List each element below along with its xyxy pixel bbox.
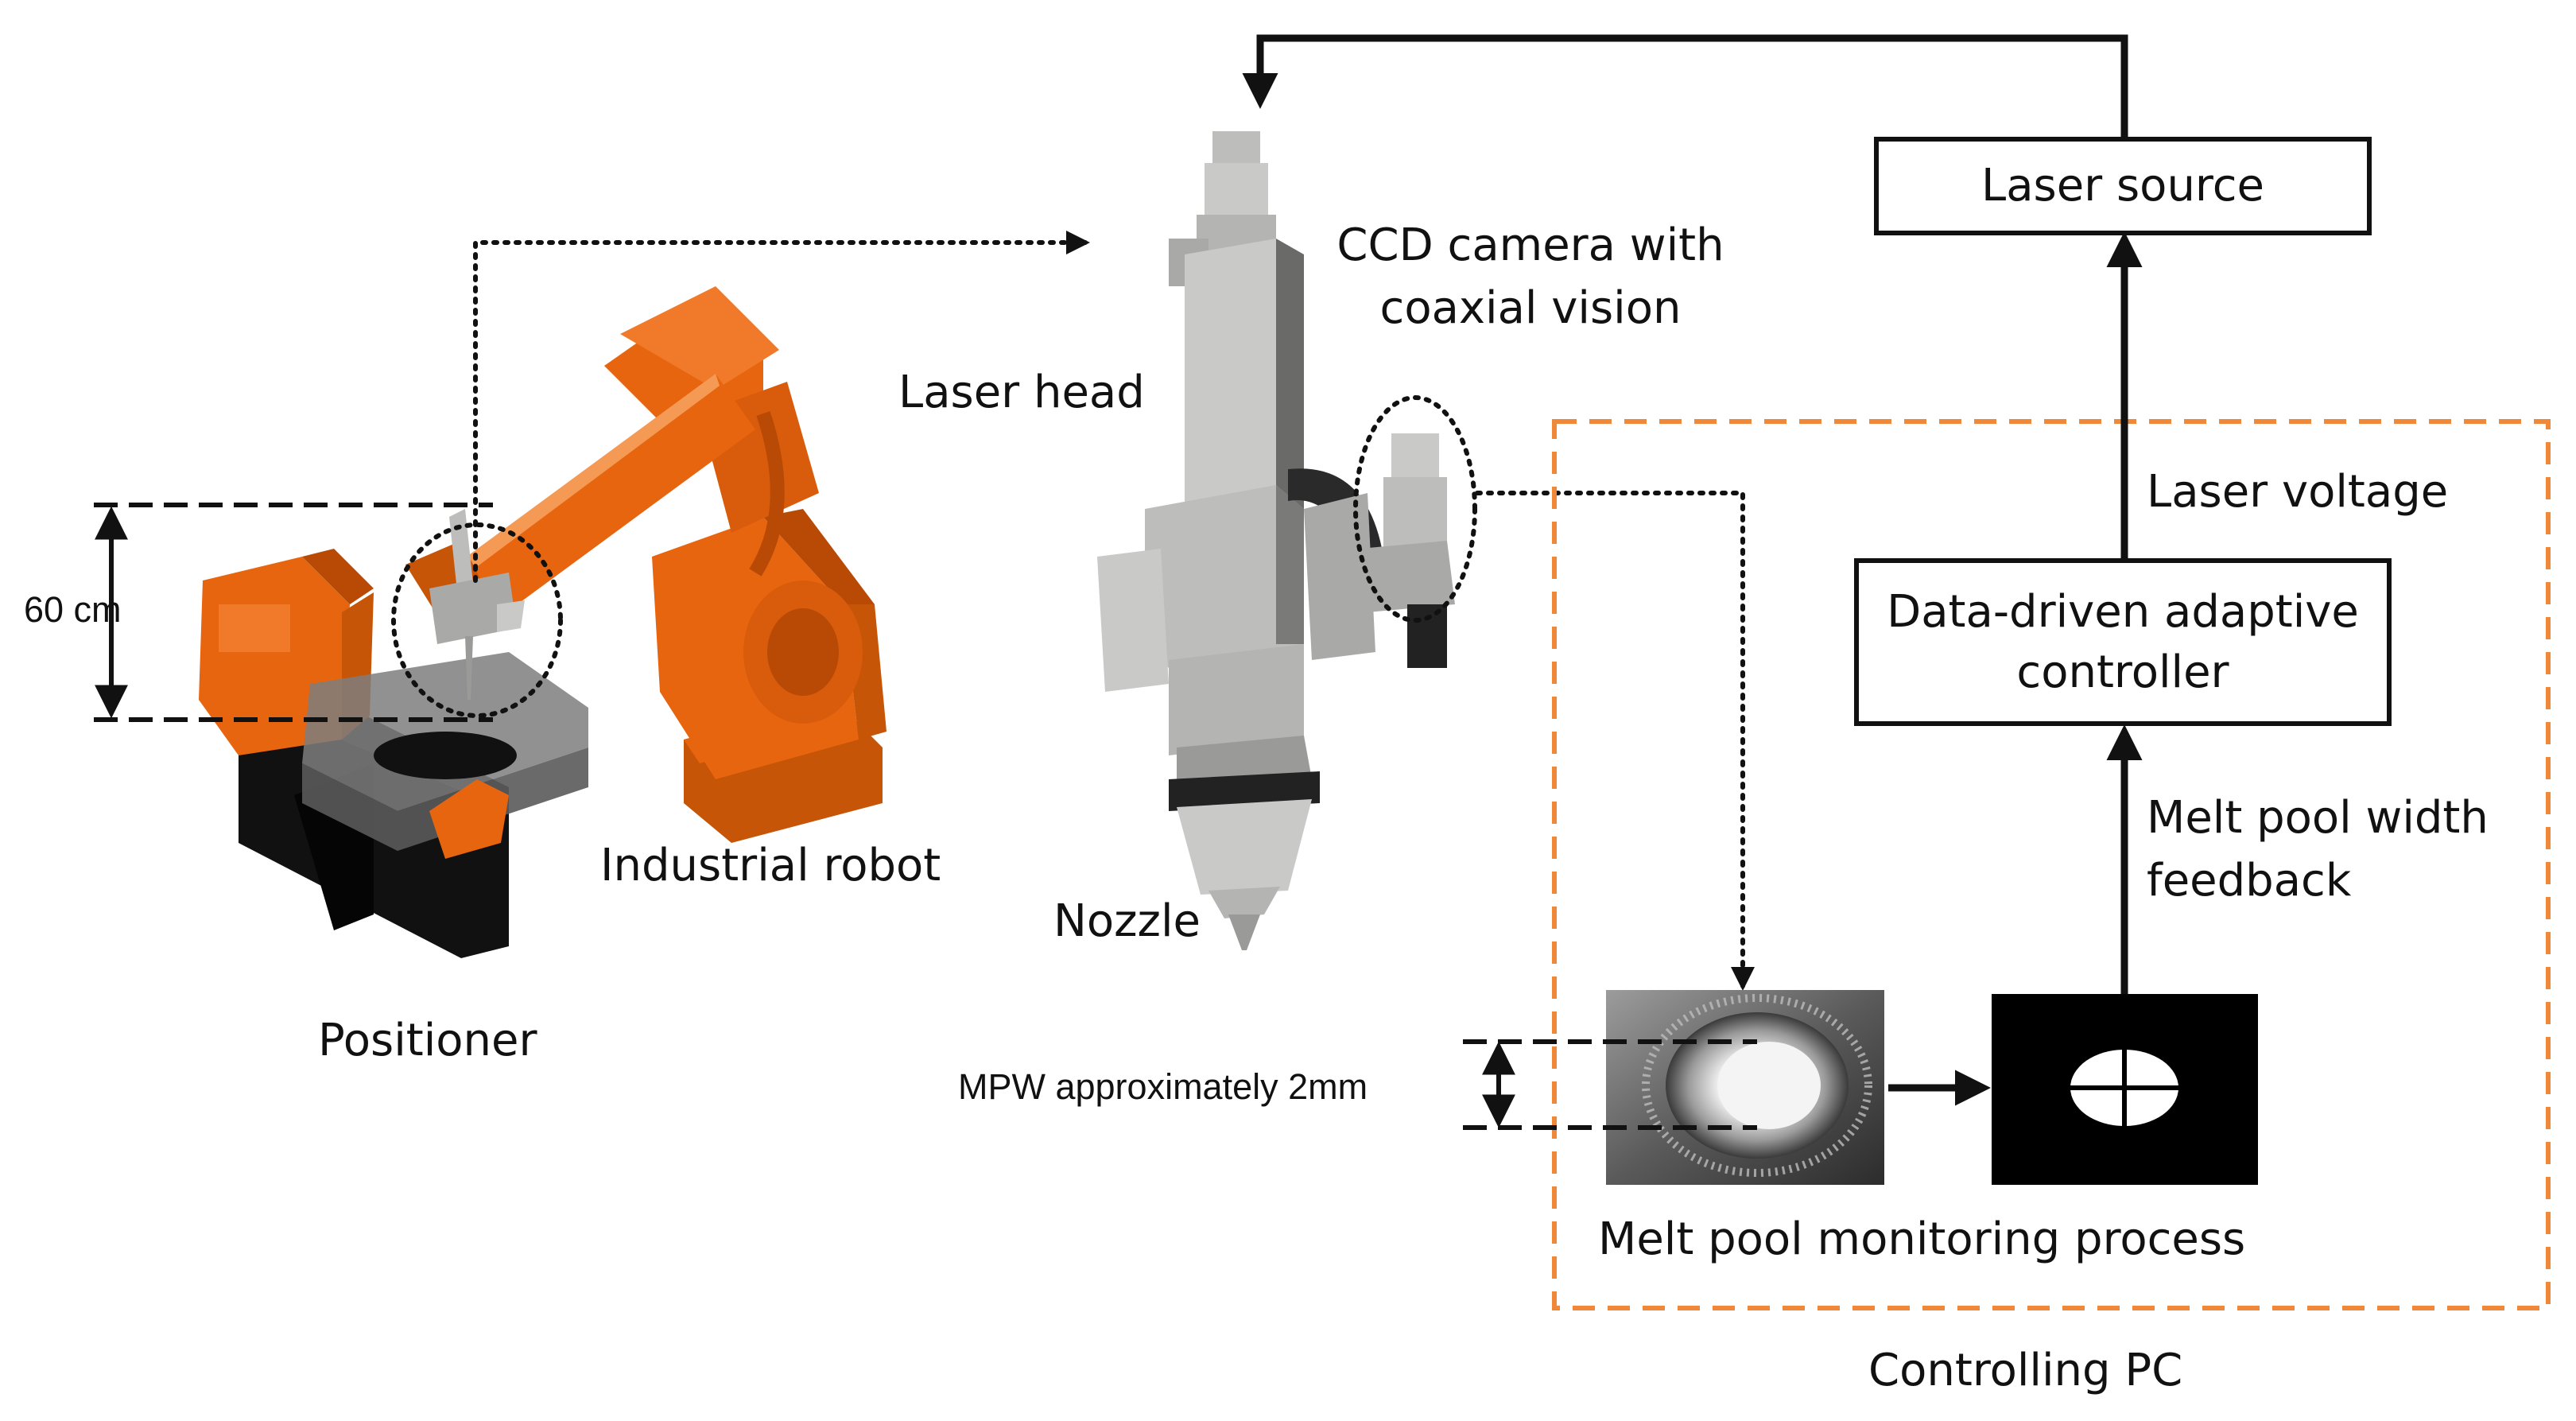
robot-laser-head-graphic bbox=[429, 509, 525, 700]
monitoring-process-label: Melt pool monitoring process bbox=[1598, 1213, 2246, 1265]
industrial-robot-label: Industrial robot bbox=[600, 840, 941, 891]
laser-source-to-head-arrow bbox=[1242, 34, 2128, 139]
height-dimension-label: 60 cm bbox=[24, 589, 122, 630]
height-dimension-marker bbox=[94, 503, 493, 722]
camera-to-image-connector bbox=[1475, 491, 1755, 991]
mpw-dimension-marker bbox=[1463, 1039, 1757, 1130]
controlling-pc-label: Controlling PC bbox=[1868, 1345, 2183, 1396]
laser-source-box: Laser source bbox=[1876, 139, 2369, 233]
melt-pool-camera-image bbox=[1606, 990, 1884, 1185]
melt-pool-feedback-label-line1: Melt pool width bbox=[2147, 792, 2489, 844]
laser-source-label: Laser source bbox=[1981, 160, 2264, 212]
robot-to-laser-head-connector bbox=[473, 231, 1090, 583]
positioner-graphic bbox=[199, 549, 588, 958]
controller-box-frame bbox=[1854, 558, 2392, 726]
ccd-camera-label: CCD camera with coaxial vision bbox=[1316, 219, 1745, 335]
laser-voltage-label: Laser voltage bbox=[2147, 466, 2449, 518]
melt-pool-feedback-label: Melt pool width feedback bbox=[2147, 791, 2489, 907]
melt-pool-feedback-label-line2: feedback bbox=[2147, 855, 2352, 907]
controller-label-line1: Data-driven adaptive bbox=[1887, 585, 2359, 638]
controller-label-line2: controller bbox=[2016, 646, 2229, 698]
laser-head-graphic bbox=[1097, 131, 1455, 950]
laser-source-box-frame bbox=[1874, 137, 2372, 235]
camera-callout bbox=[1353, 395, 1477, 623]
controlling-pc-boundary bbox=[1552, 419, 2551, 1310]
mpw-label: MPW approximately 2mm bbox=[958, 1066, 1368, 1107]
nozzle-label: Nozzle bbox=[1053, 895, 1201, 947]
laser-head-label: Laser head bbox=[898, 367, 1145, 418]
industrial-robot-graphic bbox=[405, 286, 886, 843]
ccd-camera-label-line1: CCD camera with bbox=[1336, 219, 1724, 271]
controller-box: Data-driven adaptive controller bbox=[1856, 561, 2389, 724]
positioner-label: Positioner bbox=[318, 1015, 537, 1066]
melt-pool-binary-image bbox=[1992, 994, 2258, 1185]
ccd-camera-label-line2: coaxial vision bbox=[1379, 282, 1682, 335]
